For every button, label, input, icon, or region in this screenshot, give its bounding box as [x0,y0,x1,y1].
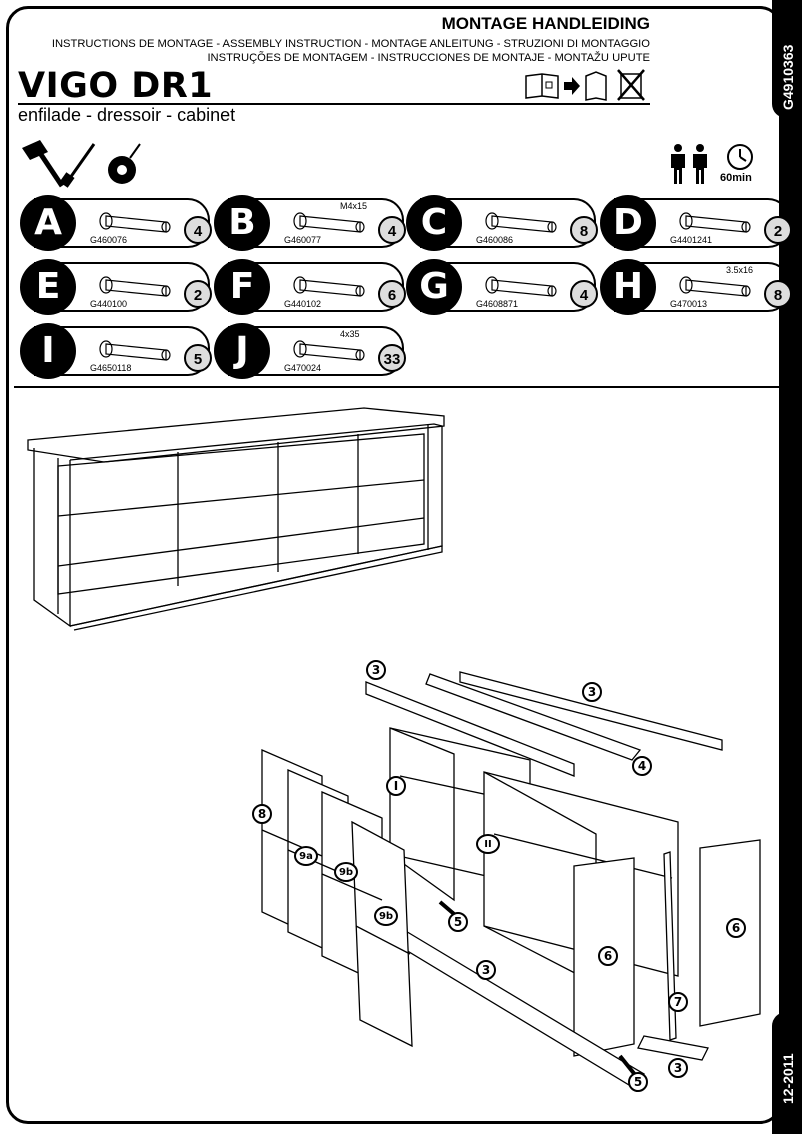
part-letter: D [600,195,656,251]
document-date: 12-2011 [780,1053,796,1104]
part-count: 8 [570,216,598,244]
part-card-g: G G4608871 4 [406,259,598,315]
part-letter: H [600,259,656,315]
header-languages-1: INSTRUCTIONS DE MONTAGE - ASSEMBLY INSTR… [51,38,650,50]
part-callout: 8 [252,804,272,824]
part-count: 6 [378,280,406,308]
header-title: MONTAGE HANDLEIDING [441,14,650,33]
part-illustration [679,276,751,297]
two-persons-icon [671,144,707,184]
part-card-c: C G460086 8 [406,195,598,251]
part-illustration [679,212,751,233]
part-code: G4401241 [670,235,713,245]
part-callout: 9a [294,846,318,866]
part-size: M4x15 [340,201,368,211]
assembly-time: 60min [720,172,752,184]
part-code: G470013 [670,299,708,309]
part-count: 4 [184,216,212,244]
part-count: 8 [764,280,792,308]
part-code: G470024 [284,363,322,373]
part-callout: 7 [668,992,688,1012]
part-code: G4650118 [90,363,132,373]
part-illustration [293,212,365,233]
part-callout: 5 [448,912,468,932]
part-card-d: D G4401241 2 [600,195,792,251]
part-illustration [293,340,365,361]
part-callout: I [386,776,406,796]
side-band [780,0,802,1134]
exploded-view-drawing [261,671,761,1089]
part-illustration [99,340,171,361]
part-card-e: E G440100 2 [20,259,212,315]
title-rule [18,103,650,105]
part-code: G440102 [284,299,322,309]
part-illustration [485,276,557,297]
part-callout: 6 [598,946,618,966]
part-code: G440100 [90,299,128,309]
part-count: 4 [378,216,406,244]
part-code: G460077 [284,235,322,245]
tools-icon [22,140,141,188]
part-letter: J [214,323,270,379]
part-callout: 3 [582,682,602,702]
product-name: VIGO DR1 [18,66,214,106]
part-card-a: A G460076 4 [20,195,212,251]
part-code: G4608871 [476,299,519,309]
part-illustration [99,276,171,297]
product-subtitle: enfilade - dressoir - cabinet [18,105,236,125]
part-code: G460086 [476,235,514,245]
part-callout: 4 [632,756,652,776]
part-letter: F [214,259,270,315]
part-card-i: I G4650118 5 [20,323,212,379]
part-size: 3.5x16 [726,265,754,275]
part-code: G460076 [90,235,128,245]
part-size: 4x35 [340,329,360,339]
part-callout: 3 [366,660,386,680]
manual-arrow-binder-icon [525,71,607,101]
part-letter: I [20,323,76,379]
part-callout: 3 [668,1058,688,1078]
part-letter: B [214,195,270,251]
header-languages-2: INSTRUÇÕES DE MONTAGEM - INSTRUCCIONES D… [207,52,650,64]
part-count: 4 [570,280,598,308]
cabinet-overview-drawing [27,407,445,631]
part-callout: II [476,834,500,854]
part-letter: C [406,195,462,251]
part-letter: E [20,259,76,315]
document-code: G4910363 [780,44,796,110]
part-letter: A [20,195,76,251]
part-illustration [99,212,171,233]
clock-icon [727,144,753,170]
no-cutter-icon [617,69,645,101]
part-callout: 3 [476,960,496,980]
parts-divider [14,386,786,388]
part-illustration [293,276,365,297]
page-frame [6,6,782,1124]
part-callout: 9b [334,862,358,882]
part-count: 2 [184,280,212,308]
part-count: 5 [184,344,212,372]
part-card-f: F G440102 6 [214,259,406,315]
part-callout: 6 [726,918,746,938]
part-callout: 9b [374,906,398,926]
part-count: 2 [764,216,792,244]
part-callout: 5 [628,1072,648,1092]
part-letter: G [406,259,462,315]
part-count: 33 [378,344,406,372]
part-illustration [485,212,557,233]
